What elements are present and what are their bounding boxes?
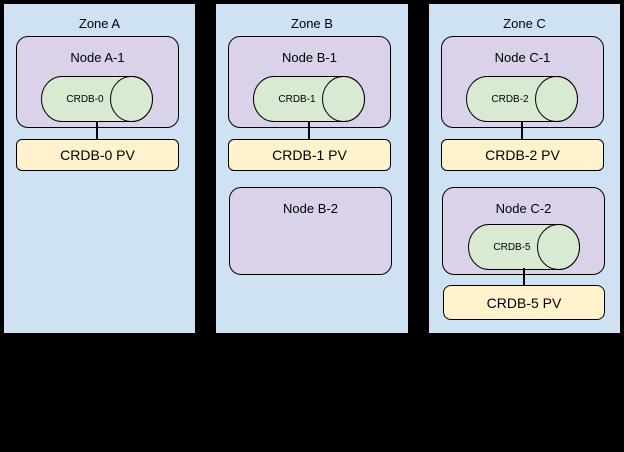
pv-crdb-0-label: CRDB-0 PV [60,147,135,163]
cylinder-crdb-0: CRDB-0 [41,76,153,122]
cylinder-crdb-1: CRDB-1 [253,76,365,122]
zone-c: Zone C Node C-1 CRDB-2 CRDB-2 PV Node C-… [427,2,622,335]
connector-crdb-2-to-pv [521,121,523,140]
pv-crdb-5-label: CRDB-5 PV [486,294,562,311]
zone-b: Zone B Node B-1 CRDB-1 CRDB-1 PV Node B-… [214,2,410,335]
node-c-2-label: Node C-2 [495,201,552,216]
cylinder-crdb-1-label: CRDB-1 [278,93,316,105]
node-b-2-label: Node B-2 [283,201,338,216]
connector-crdb-1-to-pv [308,121,310,140]
pv-crdb-1-label: CRDB-1 PV [272,147,347,163]
connector-crdb-5-to-pv [523,268,525,286]
pv-crdb-2-label: CRDB-2 PV [485,147,560,163]
database-cylinder-icon [466,76,578,122]
cylinder-crdb-0-label: CRDB-0 [66,93,104,105]
zone-b-label: Zone B [291,16,333,31]
pv-crdb-2: CRDB-2 PV [441,139,604,171]
connector-crdb-0-to-pv [96,121,98,140]
database-cylinder-icon [468,224,580,270]
cylinder-crdb-2-label: CRDB-2 [491,93,529,105]
node-a-1-label: Node A-1 [70,50,125,65]
node-b-1-label: Node B-1 [282,50,337,65]
database-cylinder-icon [253,76,365,122]
database-cylinder-icon [41,76,153,122]
node-c-1-label: Node C-1 [494,50,551,65]
node-b-2: Node B-2 [229,187,392,275]
zone-c-label: Zone C [503,16,546,31]
cylinder-crdb-2: CRDB-2 [466,76,578,122]
pv-crdb-5: CRDB-5 PV [443,285,605,320]
cylinder-crdb-5: CRDB-5 [468,224,580,270]
pv-crdb-1: CRDB-1 PV [228,139,391,171]
cylinder-crdb-5-label: CRDB-5 [493,241,531,253]
zone-a-label: Zone A [78,16,121,31]
zone-a: Zone A Node A-1 CRDB-0 CRDB-0 PV [2,2,197,335]
pv-crdb-0: CRDB-0 PV [16,139,179,171]
